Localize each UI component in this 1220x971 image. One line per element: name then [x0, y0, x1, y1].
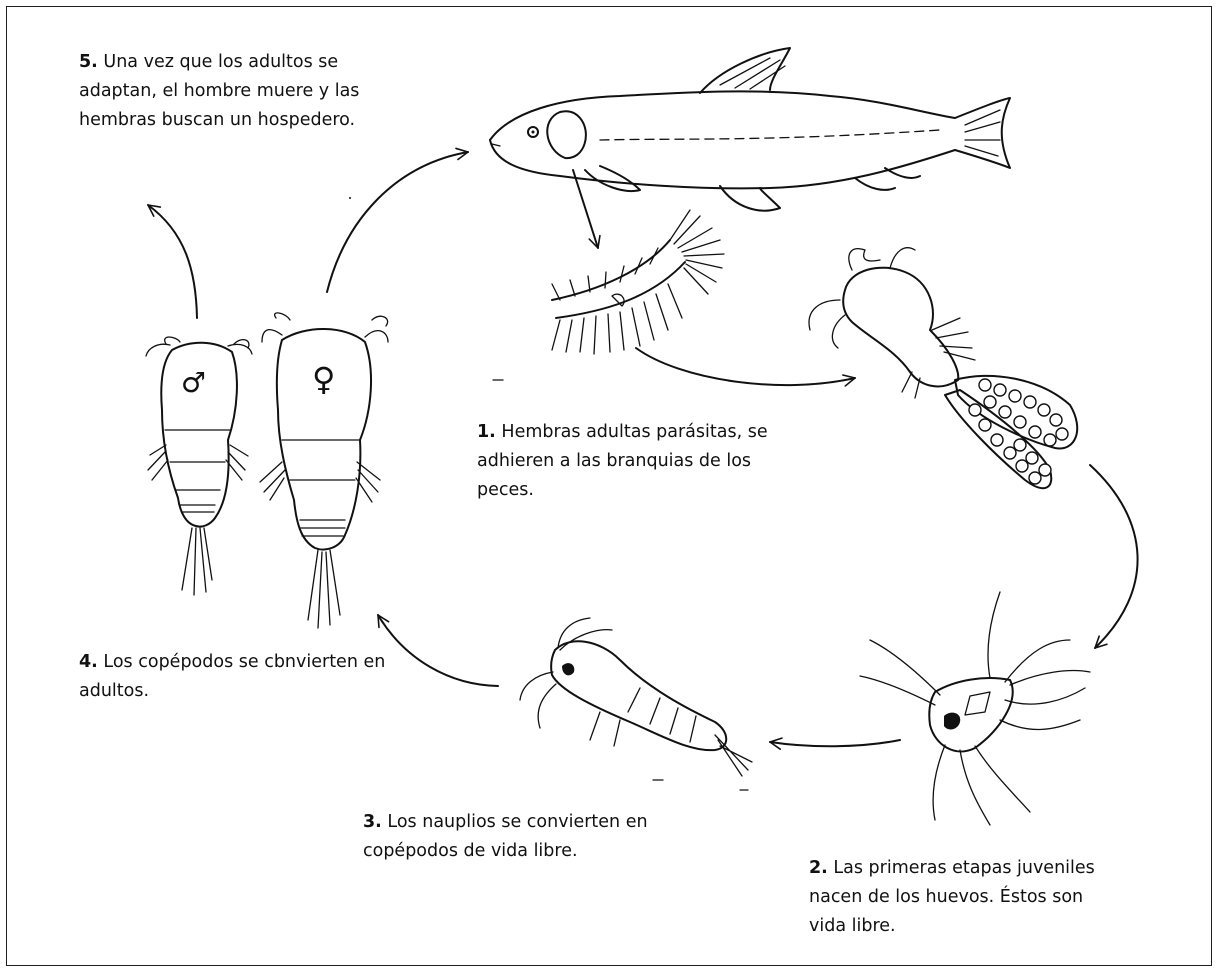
parasitic-female — [809, 248, 1138, 648]
step-1-caption: 1. Hembras adultas parásitas, se adhiere… — [477, 418, 809, 505]
step-number: 5. — [79, 52, 98, 72]
step-2-caption: 2. Las primeras etapas juveniles nacen d… — [809, 854, 1119, 941]
scan-speck — [653, 780, 748, 790]
scan-speck — [349, 197, 351, 199]
step-5-caption: 5. Una vez que los adultos se adaptan, e… — [79, 48, 399, 135]
gill-arch — [552, 210, 855, 385]
step-number: 2. — [809, 858, 828, 878]
nauplius-juvenile — [770, 592, 1090, 825]
step-4-caption: 4. Los copépodos se cbnvierten en adulto… — [79, 648, 399, 706]
copepodid — [378, 615, 752, 776]
step-text: Una vez que los adultos se adaptan, el h… — [79, 52, 359, 130]
step-3-caption: 3. Los nauplios se convierten en copépod… — [363, 808, 683, 866]
female-symbol: ♀ — [312, 362, 335, 396]
step-number: 1. — [477, 422, 496, 442]
male-symbol: ♂ — [181, 368, 206, 398]
female-adult — [260, 152, 468, 628]
step-number: 3. — [363, 812, 382, 832]
step-text: Hembras adultas parásitas, se adhieren a… — [477, 422, 768, 500]
step-text: Los copépodos se cbnvierten en adultos. — [79, 652, 385, 701]
male-adult — [146, 205, 252, 595]
fish-host — [490, 48, 1010, 248]
step-text: Las primeras etapas juveniles nacen de l… — [809, 858, 1095, 936]
step-text: Los nauplios se convierten en copépodos … — [363, 812, 648, 861]
step-number: 4. — [79, 652, 98, 672]
